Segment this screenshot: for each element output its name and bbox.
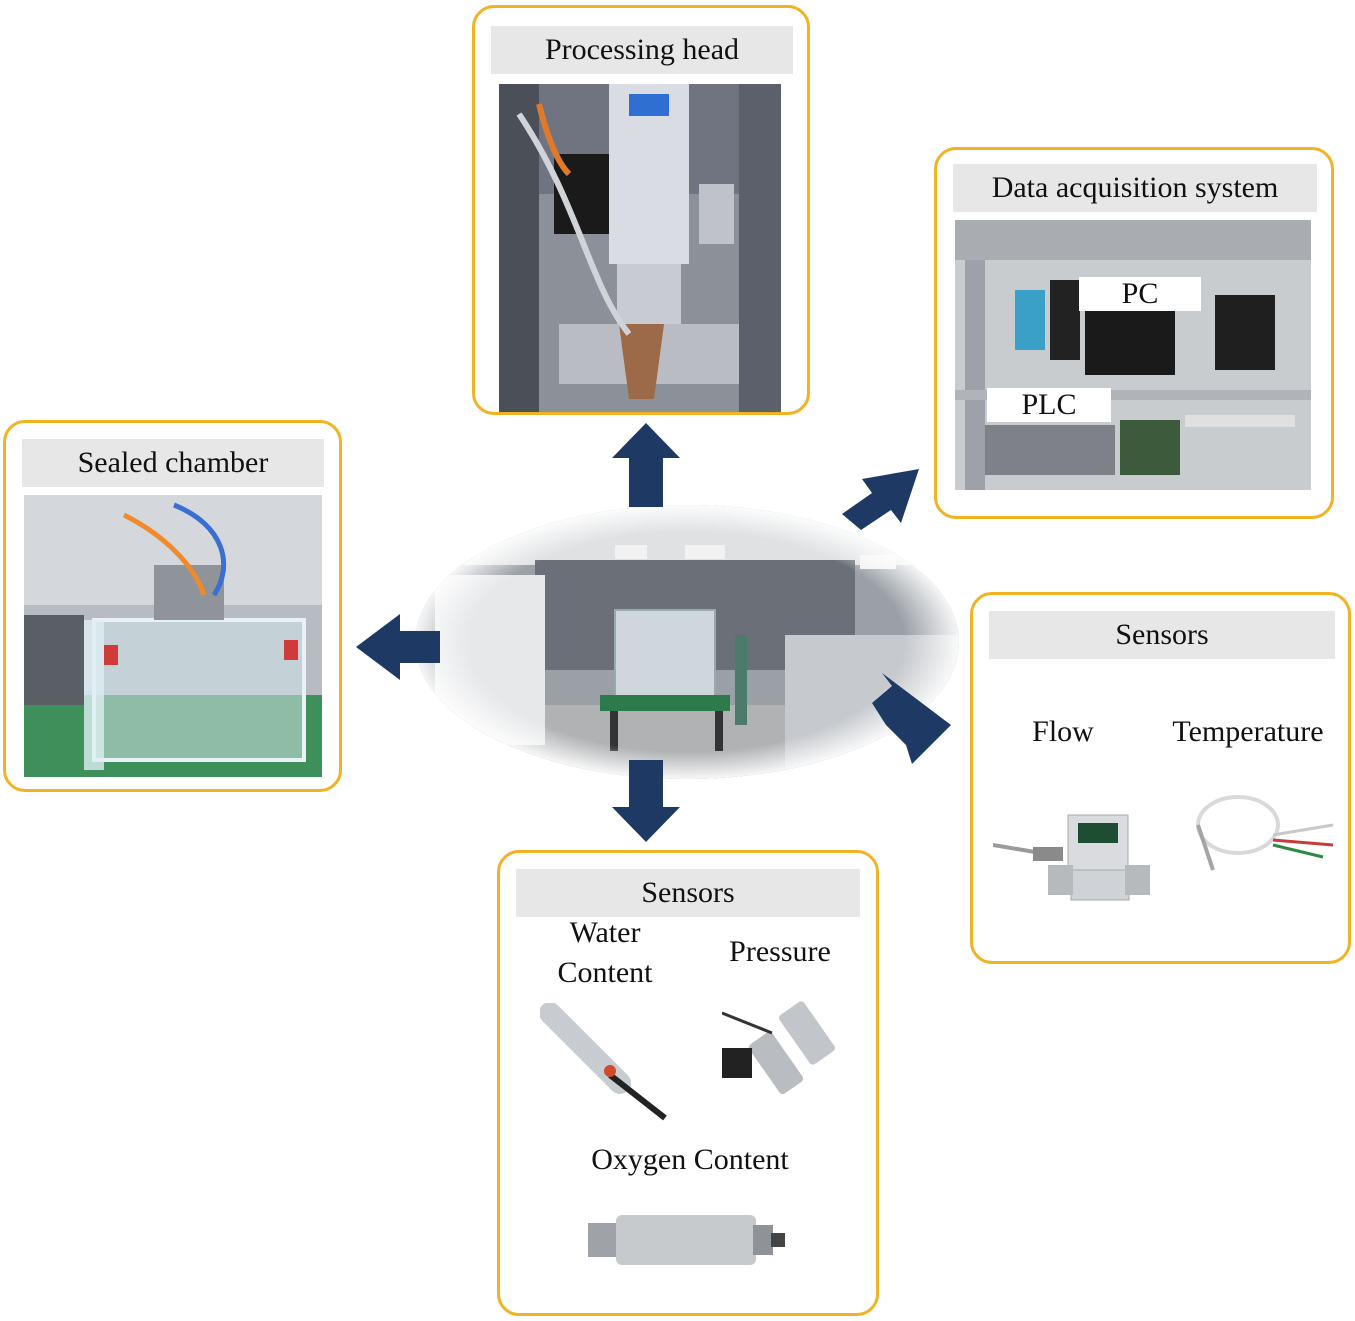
- flow-sensor-image: [993, 785, 1163, 920]
- data-acquisition-photo: [955, 220, 1311, 490]
- pressure-label: Pressure: [729, 935, 831, 968]
- pc-tag: PC: [1079, 277, 1201, 311]
- oxygen-content-sensor-image: [588, 1203, 788, 1278]
- lab-overview-photo: [415, 505, 960, 780]
- oxygen-content-label: Oxygen Content: [591, 1143, 789, 1176]
- processing-head-title: Processing head: [491, 26, 793, 74]
- arrow-up: [612, 423, 680, 507]
- sensors-bottom-panel: Sensors Water Content Pressure Oxygen Co…: [497, 850, 879, 1316]
- sealed-chamber-photo: [24, 495, 322, 777]
- flow-label: Flow: [1032, 715, 1094, 748]
- data-acquisition-panel: Data acquisition system PC PLC: [934, 147, 1334, 519]
- sealed-chamber-title: Sealed chamber: [22, 439, 324, 487]
- sensors-right-panel: Sensors Flow Temperature: [970, 592, 1351, 964]
- processing-head-photo: [499, 84, 781, 412]
- water-content-label: Water Content: [557, 916, 653, 989]
- sensors-right-title: Sensors: [989, 611, 1335, 659]
- data-acquisition-title: Data acquisition system: [953, 164, 1317, 212]
- sensors-bottom-title: Sensors: [516, 869, 860, 917]
- sealed-chamber-panel: Sealed chamber: [3, 420, 342, 792]
- temperature-sensor-image: [1183, 785, 1343, 895]
- plc-tag: PLC: [987, 388, 1111, 422]
- temperature-label: Temperature: [1172, 715, 1324, 748]
- pressure-sensor-image: [722, 993, 862, 1103]
- water-content-sensor-image: [540, 1003, 670, 1123]
- processing-head-panel: Processing head: [472, 5, 810, 415]
